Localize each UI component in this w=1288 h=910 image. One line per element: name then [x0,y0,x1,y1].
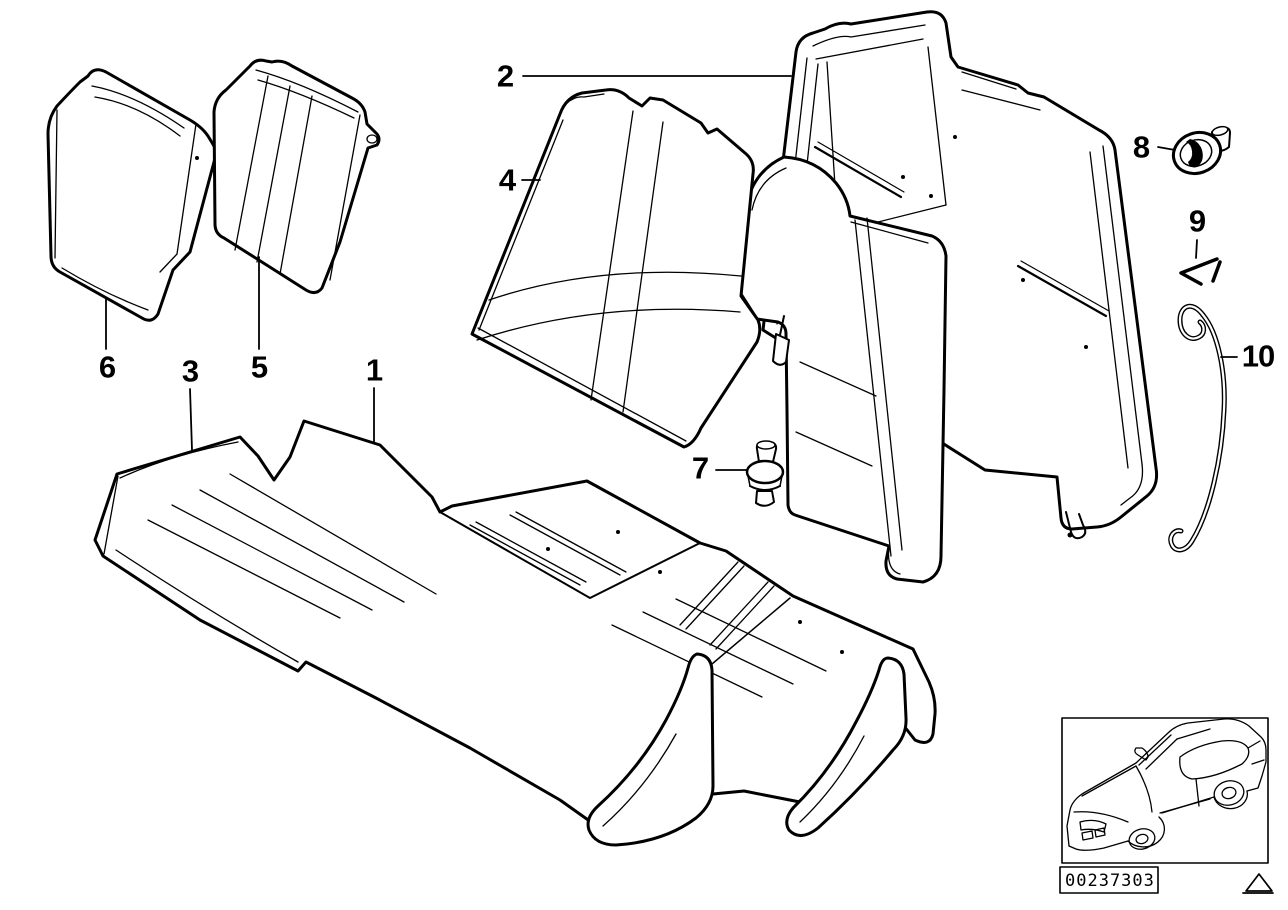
callout-9[interactable]: 9 [1188,203,1206,239]
leader-lines [105,75,1238,471]
callout-4[interactable]: 4 [498,162,516,198]
callout-3[interactable]: 3 [181,353,199,389]
part-number: 00237303 [1065,871,1155,891]
headrest-pad-right-drawing [212,58,381,295]
callout-5[interactable]: 5 [250,349,268,385]
car-icon [1066,718,1267,851]
callout-1[interactable]: 1 [365,352,383,388]
backrest-foam-left-drawing [470,88,790,449]
callout-6[interactable]: 6 [98,349,116,385]
headrest-pad-left-drawing [46,68,217,322]
callout-10[interactable]: 10 [1241,338,1275,374]
delta-triangle-icon [1242,873,1274,894]
callout-8[interactable]: 8 [1132,129,1150,165]
car-thumbnail-box [1061,717,1269,864]
backrest-foam-right-drawing [739,155,948,584]
tension-wire-drawing [1168,303,1227,553]
callout-7[interactable]: 7 [691,450,709,486]
backrest-rear-shell-drawing [761,10,1159,540]
part-number-box [1059,866,1159,894]
callout-2[interactable]: 2 [496,58,514,94]
seat-cushion-drawing [93,419,937,847]
bolt-drawing [745,440,785,507]
clip-drawing [1179,257,1222,286]
grommet-drawing [1171,125,1231,176]
